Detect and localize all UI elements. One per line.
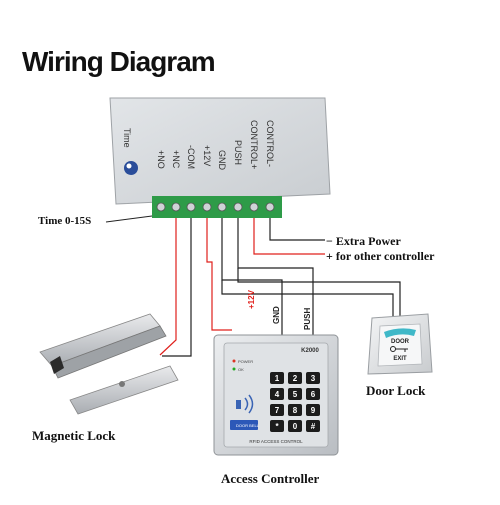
time-knob	[124, 161, 138, 175]
exit-button-top-label: DOOR	[391, 339, 410, 345]
terminal-label-com: -COM	[186, 145, 196, 169]
time-range-label: Time 0-15S	[38, 215, 92, 227]
keypad-footer: RFID ACCESS CONTROL	[249, 439, 303, 444]
terminal-label-12v: +12V	[202, 145, 212, 166]
power-indicator-label: POWER	[238, 359, 253, 364]
doorbell-label: DOOR BELL	[236, 423, 260, 428]
magnetic-lock-wires	[159, 218, 192, 357]
key-9[interactable]	[306, 404, 320, 416]
wire-control-plus	[253, 218, 325, 255]
wire-exit-push	[237, 268, 401, 318]
ok-indicator-label: OK	[238, 367, 244, 372]
wire-com-black	[162, 218, 192, 357]
terminal-label-push: PUSH	[233, 140, 243, 165]
wire-gnd	[221, 218, 283, 335]
terminal-block	[152, 196, 282, 218]
magnetic-lock-label: Magnetic Lock	[32, 428, 116, 443]
key-7[interactable]	[270, 404, 284, 416]
terminal-screws	[156, 202, 275, 212]
time-leader-line	[105, 215, 153, 223]
wire-push	[237, 218, 314, 335]
keypad-model: K2000	[301, 348, 319, 354]
key-0[interactable]	[288, 420, 302, 432]
wire-12v-red	[206, 218, 232, 331]
key-7-label: 7	[275, 406, 280, 415]
key-8-label: 8	[293, 406, 298, 415]
terminal-label-gnd: GND	[217, 150, 227, 171]
exit-button: DOOR EXIT	[367, 313, 433, 375]
ok-led	[232, 367, 236, 371]
controller-wires	[206, 218, 401, 335]
terminal-label-control-plus: CONTROL+	[249, 120, 259, 169]
extra-power-minus-label: − Extra Power	[326, 234, 401, 248]
key-3-label: 3	[311, 374, 316, 383]
terminal-label-no: +NO	[156, 150, 166, 169]
key-hash-label: #	[311, 422, 316, 431]
key-4[interactable]	[270, 388, 284, 400]
terminal-label-nc: +NC	[171, 150, 181, 169]
wire-nc-red	[159, 218, 177, 356]
key-5-label: 5	[293, 390, 298, 399]
time-knob-label: Time	[122, 128, 132, 148]
power-led	[232, 359, 236, 363]
key-hash[interactable]	[306, 420, 320, 432]
wire-control-minus	[269, 218, 325, 241]
key-star[interactable]	[270, 420, 284, 432]
key-1-label: 1	[275, 374, 280, 383]
doorbell-button[interactable]	[230, 420, 258, 430]
page-title: Wiring Diagram	[22, 46, 216, 77]
key-icon	[390, 346, 408, 352]
key-6[interactable]	[306, 388, 320, 400]
key-6-label: 6	[311, 390, 316, 399]
power-supply: Time +NO +NC -COM +12V GND PUSH CONTROL+…	[109, 97, 331, 218]
key-3[interactable]	[306, 372, 320, 384]
exit-button-bottom-label: EXIT	[393, 356, 407, 362]
key-1[interactable]	[270, 372, 284, 384]
extra-power-wires	[253, 218, 325, 255]
door-lock-label: Door Lock	[366, 383, 426, 398]
wire-label-12v: +12V	[247, 289, 256, 309]
key-4-label: 4	[275, 390, 280, 399]
key-5[interactable]	[288, 388, 302, 400]
wire-label-gnd: GND	[272, 306, 281, 324]
rfid-icon	[236, 394, 254, 414]
terminal-label-control-minus: CONTROL-	[265, 120, 275, 167]
key-2-label: 2	[293, 374, 298, 383]
armature-plate	[69, 365, 179, 415]
key-8[interactable]	[288, 404, 302, 416]
access-controller: K2000 POWER OK DOOR BELL 1 2 3 4	[213, 334, 339, 456]
key-9-label: 9	[311, 406, 316, 415]
extra-power-plus-label: + for other controller	[326, 249, 435, 263]
wire-exit-gnd	[221, 280, 394, 318]
key-2[interactable]	[288, 372, 302, 384]
wire-label-push: PUSH	[303, 308, 312, 330]
magnetic-lock	[39, 313, 179, 415]
key-0-label: 0	[293, 422, 298, 431]
access-controller-label: Access Controller	[221, 471, 320, 486]
key-star-label: *	[275, 422, 279, 431]
keypad-keys: 1 2 3 4 5 6 7 8 9 * 0	[270, 372, 320, 432]
